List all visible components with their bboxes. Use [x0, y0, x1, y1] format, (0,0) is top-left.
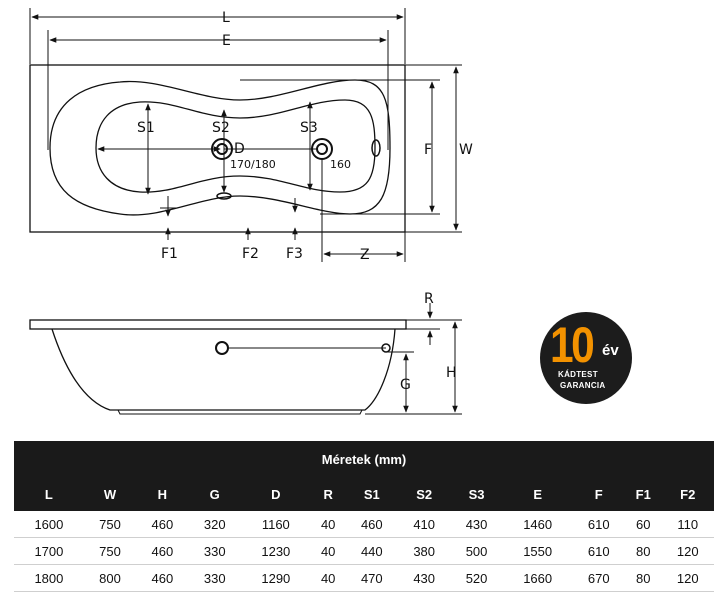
label-E: E	[222, 33, 231, 49]
table-cell: 1160	[240, 511, 311, 538]
table-cell: 500	[450, 537, 503, 565]
overflow-inner	[316, 143, 328, 155]
table-cell: 1290	[240, 564, 311, 592]
tub-outer-rim	[29, 64, 406, 233]
top-view-labels: L E W F S1 S2 S3 D 170/180 160 F1 F2 F3 …	[137, 10, 473, 263]
label-F3: F3	[286, 246, 303, 262]
table-header-cell: E	[502, 477, 573, 511]
top-view	[29, 8, 462, 262]
table-header-cell: H	[136, 477, 189, 511]
table-cell: 40	[310, 511, 346, 538]
side-view-labels: R G H	[400, 291, 457, 393]
table-cell: 110	[661, 511, 714, 538]
side-slot	[371, 139, 381, 157]
table-cell: 60	[624, 511, 662, 538]
table-cell: 460	[136, 564, 189, 592]
table-header-cell: R	[310, 477, 346, 511]
table-cell: 430	[450, 511, 503, 538]
table-header-cell: D	[240, 477, 311, 511]
table-header-cell: G	[188, 477, 241, 511]
side-body	[51, 328, 396, 411]
table-title-row: Méretek (mm)	[14, 441, 714, 477]
label-R: R	[424, 291, 434, 307]
table-cell: 80	[624, 564, 662, 592]
table-cell: 460	[136, 537, 189, 565]
table-title: Méretek (mm)	[14, 441, 714, 477]
table-cell: 1660	[502, 564, 573, 592]
label-S1: S1	[137, 120, 155, 136]
table-cell: 750	[83, 511, 137, 538]
label-F: F	[424, 142, 432, 158]
table-cell: 1460	[502, 511, 573, 538]
label-L: L	[222, 10, 230, 26]
table-cell: 610	[572, 511, 625, 538]
table-cell: 460	[136, 511, 189, 538]
side-rim	[29, 319, 407, 330]
side-view	[29, 303, 462, 415]
table-cell: 670	[572, 564, 625, 592]
table-header-cell: F	[572, 477, 625, 511]
label-H: H	[446, 365, 457, 381]
table-cell: 1700	[14, 537, 84, 565]
technical-drawing: L E W F S1 S2 S3 D 170/180 160 F1 F2 F3 …	[29, 8, 473, 415]
table-cell: 40	[310, 537, 346, 565]
drain-slot	[216, 192, 232, 200]
basin-inner-contour	[95, 99, 376, 193]
table-cell: 800	[83, 564, 137, 592]
side-overflow	[215, 341, 229, 355]
table-cell: 330	[188, 537, 241, 565]
table-cell: 330	[188, 564, 241, 592]
warranty-badge: 10 év KÁDTEST GARANCIA	[540, 312, 632, 404]
table-cell: 1800	[14, 564, 84, 592]
badge-line2: GARANCIA	[560, 381, 606, 390]
table-cell: 460	[345, 511, 398, 538]
table-cell: 470	[345, 564, 398, 592]
badge-line1: KÁDTEST	[558, 370, 598, 379]
table-cell: 380	[398, 537, 451, 565]
table-cell: 40	[310, 564, 346, 592]
table-cell: 430	[398, 564, 451, 592]
table-cell: 80	[624, 537, 662, 565]
table-cell: 750	[83, 537, 137, 565]
badge-circle	[540, 312, 632, 404]
table-cell: 440	[345, 537, 398, 565]
label-G: G	[400, 377, 411, 393]
label-S2: S2	[212, 120, 230, 136]
table-header-cell: F1	[624, 477, 662, 511]
label-F2: F2	[242, 246, 259, 262]
label-W: W	[459, 142, 473, 158]
table-header-cell: S1	[345, 477, 398, 511]
table-header-cell: L	[14, 477, 84, 511]
label-F1: F1	[161, 246, 178, 262]
table-cell: 320	[188, 511, 241, 538]
label-D: D	[234, 141, 245, 157]
table-header-cell: S2	[398, 477, 451, 511]
label-drain-sizes: 170/180	[230, 158, 276, 171]
table-cell: 120	[661, 564, 714, 592]
table-cell: 120	[661, 537, 714, 565]
label-S3: S3	[300, 120, 318, 136]
table-cell: 520	[450, 564, 503, 592]
label-overflow-size: 160	[330, 158, 351, 171]
table-cell: 1550	[502, 537, 573, 565]
table-header-cell: W	[83, 477, 137, 511]
table-header-cell: F2	[661, 477, 714, 511]
table-cell: 410	[398, 511, 451, 538]
table-cell: 1230	[240, 537, 311, 565]
table-header-cell: S3	[450, 477, 503, 511]
table-cell: 610	[572, 537, 625, 565]
label-Z: Z	[360, 247, 370, 263]
table-cell: 1600	[14, 511, 84, 538]
badge-number: 10	[550, 317, 595, 373]
badge-unit: év	[602, 342, 619, 359]
